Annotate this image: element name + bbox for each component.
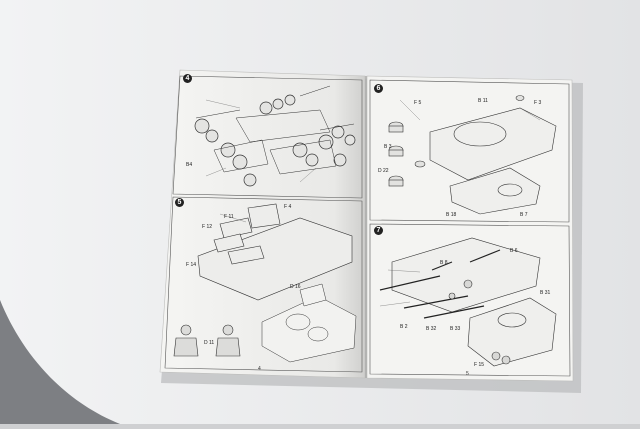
part-label: B 7 xyxy=(520,212,528,218)
part-label: B 33 xyxy=(450,326,461,332)
part-label: D 16 xyxy=(290,284,301,290)
part-label: F 3 xyxy=(534,100,542,106)
page-number-left: 4 xyxy=(258,366,261,372)
step-marker: 7 xyxy=(374,226,383,235)
part-label: B 32 xyxy=(426,326,437,332)
part-label: B 2 xyxy=(400,324,408,330)
part-label: B 18 xyxy=(446,212,457,218)
part-label: F 12 xyxy=(202,224,213,230)
part-label: B4 xyxy=(186,162,193,168)
step-marker: 4 xyxy=(183,74,192,83)
part-label: D 11 xyxy=(204,340,215,346)
part-label: F 5 xyxy=(414,100,422,106)
part-label: B 6 xyxy=(510,248,518,254)
step-marker: 6 xyxy=(374,84,383,93)
part-label: B 8 xyxy=(440,260,448,266)
part-label: D 22 xyxy=(378,168,389,174)
part-label: B 31 xyxy=(540,290,551,296)
part-label: B 11 xyxy=(478,98,488,104)
page-number-right: 5 xyxy=(466,371,469,377)
part-label: B 3 xyxy=(384,144,392,150)
step-marker: 5 xyxy=(175,198,184,207)
part-label: F 15 xyxy=(474,362,485,368)
part-label: F 4 xyxy=(284,204,292,210)
part-label: F 11 xyxy=(224,214,234,220)
part-label: F 14 xyxy=(186,262,197,268)
